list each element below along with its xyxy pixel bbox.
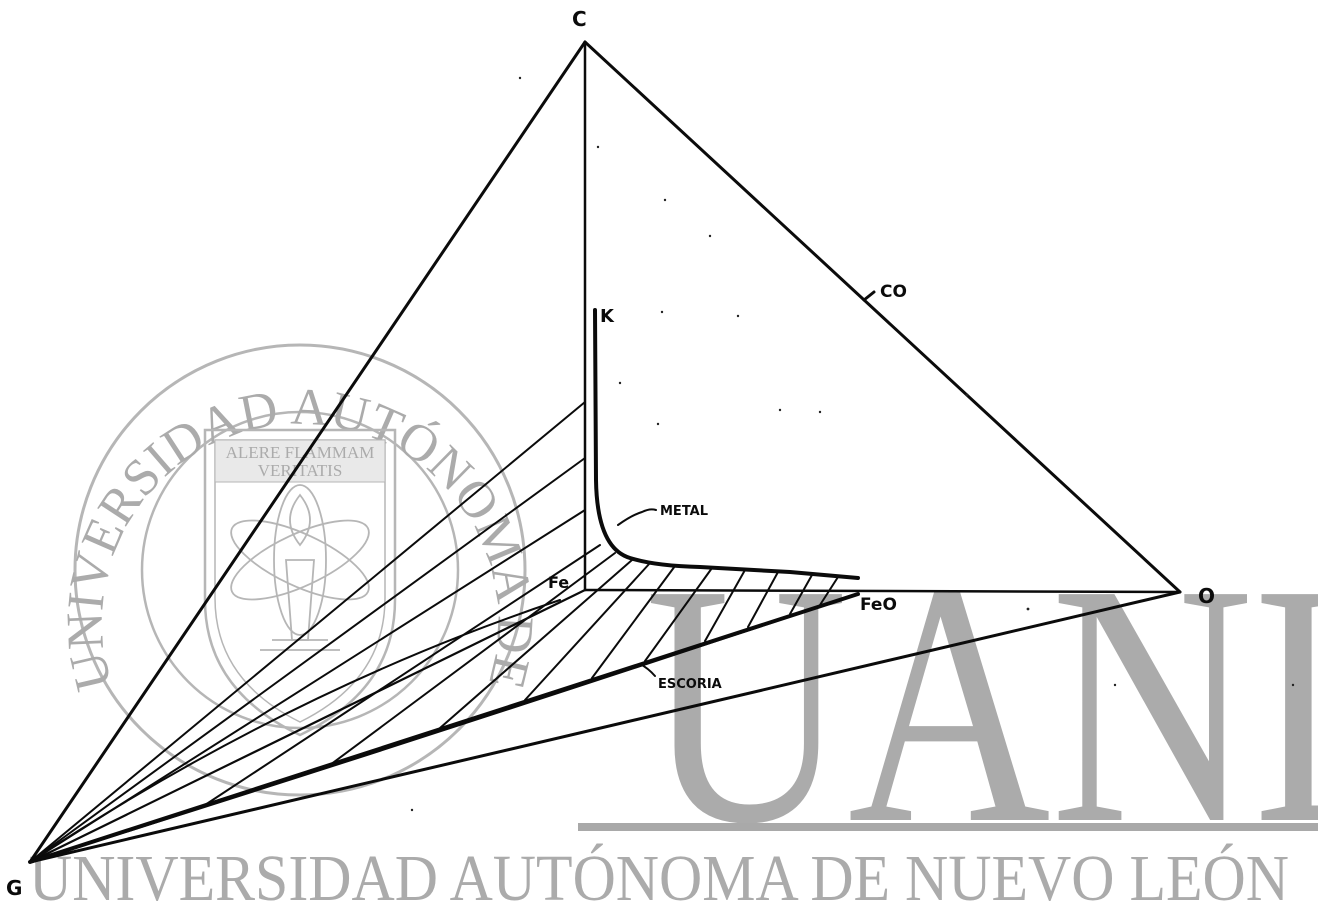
fan-curve-feo	[29, 593, 859, 863]
label-co: CO	[880, 282, 907, 302]
label-metal: METAL	[660, 504, 708, 519]
tie-line-8	[747, 571, 779, 628]
diagram-lines	[28, 40, 1182, 864]
torch-emblem	[230, 484, 370, 651]
escoria-leader	[639, 663, 656, 677]
scan-specks	[410, 76, 1295, 812]
edge-fe-g	[28, 588, 587, 864]
tie-line-9	[789, 574, 813, 615]
tie-line-3	[439, 559, 633, 729]
seal-ring-text: UNIVERSIDAD AUTÓNOMA DE NUEVO LEÓN	[0, 0, 544, 711]
label-k: K	[600, 306, 615, 327]
fan-line-1	[29, 401, 586, 863]
edge-g-o	[28, 590, 1182, 864]
fan-curve-fe	[29, 599, 561, 863]
metal-curve	[593, 308, 860, 580]
seal-motto-line2: VERITATIS	[258, 461, 343, 480]
co-tick	[862, 290, 876, 302]
tie-line-10	[819, 576, 839, 606]
diagram-labels: C O G CO K Fe FeO METAL ESCORIA	[6, 7, 1215, 900]
tie-line-7	[704, 569, 746, 642]
label-o: O	[1198, 584, 1215, 608]
label-c: C	[572, 7, 587, 31]
tie-line-1	[204, 544, 601, 806]
tie-line-4	[524, 562, 651, 701]
university-seal: UNIVERSIDAD AUTÓNOMA DE NUEVO LEÓN ALERE…	[0, 0, 544, 797]
tie-line-6	[644, 567, 713, 662]
fan-line-2	[29, 457, 586, 863]
edge-fe-o	[583, 588, 1182, 594]
watermark-bottom-text: UNIVERSIDAD AUTÓNOMA DE NUEVO LEÓN	[29, 842, 1289, 913]
big-letters-text: UANL	[645, 513, 1318, 895]
watermark-rule	[578, 823, 1318, 831]
seal-motto-line1: ALERE FLAMMAM	[226, 443, 375, 462]
label-g: G	[6, 876, 22, 900]
escoria-boundary	[28, 592, 860, 864]
big-uanl-letters: UANL	[645, 513, 1318, 895]
label-fe: Fe	[548, 573, 569, 592]
tie-line-2	[329, 552, 616, 766]
edge-c-o	[583, 40, 1182, 594]
label-feo: FeO	[860, 595, 897, 615]
metal-leader	[617, 508, 657, 526]
tie-line-5	[591, 565, 676, 679]
edge-c-g	[28, 40, 587, 864]
label-escoria: ESCORIA	[658, 677, 722, 692]
